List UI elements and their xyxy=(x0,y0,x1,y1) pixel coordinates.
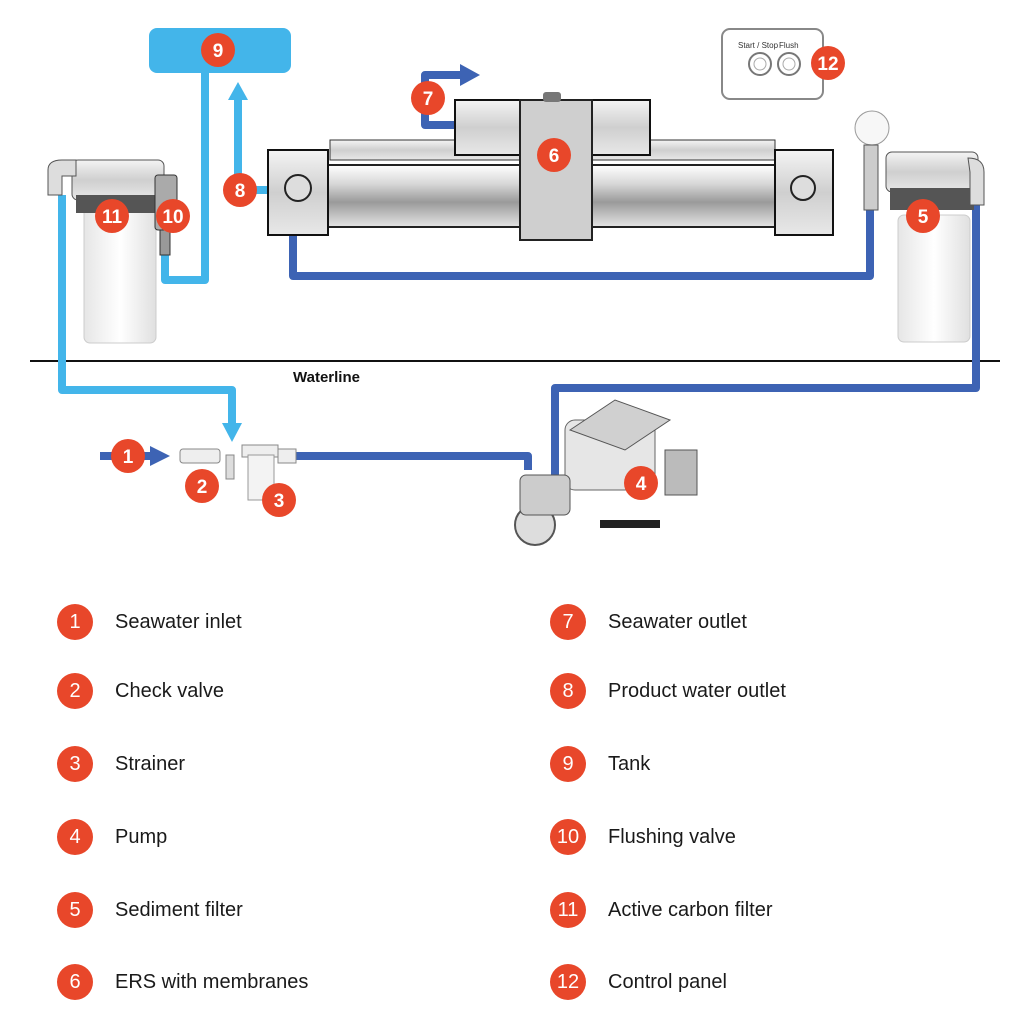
badge-4: 4 xyxy=(624,466,658,500)
legend-item: 10 Flushing valve xyxy=(550,817,736,857)
waterline-label: Waterline xyxy=(293,369,360,386)
watermaker-diagram: Waterline xyxy=(30,28,1000,546)
legend-label: Tank xyxy=(608,752,651,775)
flush-label: Flush xyxy=(779,41,799,50)
badge-3: 3 xyxy=(262,483,296,517)
legend-number-badge: 9 xyxy=(550,746,586,782)
legend-label: Check valve xyxy=(115,679,224,702)
svg-text:10: 10 xyxy=(162,207,183,228)
legend-label: Active carbon filter xyxy=(608,898,773,921)
legend-item: 6 ERS with membranes xyxy=(57,962,308,1002)
active-carbon-filter xyxy=(47,159,165,344)
legend-number-badge: 6 xyxy=(57,964,93,1000)
start-stop-label: Start / Stop xyxy=(738,41,779,50)
legend-number-badge: 10 xyxy=(550,819,586,855)
strainer xyxy=(241,444,297,501)
pressure-gauge xyxy=(854,110,890,146)
inlet-arrow-icon xyxy=(150,446,170,466)
badge-5: 5 xyxy=(906,199,940,233)
arrow-up-icon xyxy=(228,82,248,100)
legend-number-badge: 12 xyxy=(550,964,586,1000)
legend-number-badge: 8 xyxy=(550,673,586,709)
badge-7: 7 xyxy=(411,81,445,115)
legend-label: Pump xyxy=(115,825,168,848)
legend-item: 3 Strainer xyxy=(57,744,185,784)
svg-text:12: 12 xyxy=(817,54,838,75)
legend-label: ERS with membranes xyxy=(115,970,309,993)
legend: 1 Seawater inlet 2 Check valve 3 Straine… xyxy=(0,590,1024,1020)
legend-number-badge: 5 xyxy=(57,892,93,928)
legend-label: Seawater outlet xyxy=(608,610,747,633)
legend-number-badge: 1 xyxy=(57,604,93,640)
svg-text:7: 7 xyxy=(423,89,434,110)
legend-number-badge: 3 xyxy=(57,746,93,782)
legend-item: 1 Seawater inlet xyxy=(57,602,242,642)
legend-item: 2 Check valve xyxy=(57,671,224,711)
badge-8: 8 xyxy=(223,173,257,207)
badge-11: 11 xyxy=(95,199,129,233)
legend-item: 5 Sediment filter xyxy=(57,890,243,930)
legend-item: 11 Active carbon filter xyxy=(550,890,773,930)
arrow-down-icon xyxy=(222,423,242,442)
svg-text:1: 1 xyxy=(123,447,134,468)
legend-number-badge: 11 xyxy=(550,892,586,928)
legend-item: 12 Control panel xyxy=(550,962,727,1002)
badge-6: 6 xyxy=(537,138,571,172)
legend-label: Strainer xyxy=(115,752,186,775)
legend-number-badge: 4 xyxy=(57,819,93,855)
badges: 1 2 3 4 5 6 7 8 9 10 11 12 xyxy=(95,33,940,517)
svg-text:3: 3 xyxy=(274,491,285,512)
pump xyxy=(514,399,698,546)
check-valve xyxy=(179,448,235,480)
svg-text:11: 11 xyxy=(102,207,123,228)
badge-9: 9 xyxy=(201,33,235,67)
legend-item: 9 Tank xyxy=(550,744,650,784)
badge-2: 2 xyxy=(185,469,219,503)
svg-text:6: 6 xyxy=(549,146,560,167)
badge-12: 12 xyxy=(811,46,845,80)
legend-item: 4 Pump xyxy=(57,817,167,857)
svg-text:8: 8 xyxy=(235,181,246,202)
svg-text:2: 2 xyxy=(197,477,208,498)
badge-1: 1 xyxy=(111,439,145,473)
legend-label: Flushing valve xyxy=(608,825,736,848)
legend-label: Seawater inlet xyxy=(115,610,242,633)
legend-number-badge: 2 xyxy=(57,673,93,709)
control-panel: Start / Stop Flush xyxy=(721,28,824,100)
outlet-arrow-icon xyxy=(460,64,480,86)
svg-text:9: 9 xyxy=(213,41,224,62)
svg-text:4: 4 xyxy=(636,474,647,495)
svg-text:5: 5 xyxy=(918,207,929,228)
legend-item: 8 Product water outlet xyxy=(550,671,786,711)
legend-item: 7 Seawater outlet xyxy=(550,602,747,642)
legend-label: Product water outlet xyxy=(608,679,786,702)
legend-label: Sediment filter xyxy=(115,898,243,921)
legend-label: Control panel xyxy=(608,970,727,993)
badge-10: 10 xyxy=(156,199,190,233)
legend-number-badge: 7 xyxy=(550,604,586,640)
